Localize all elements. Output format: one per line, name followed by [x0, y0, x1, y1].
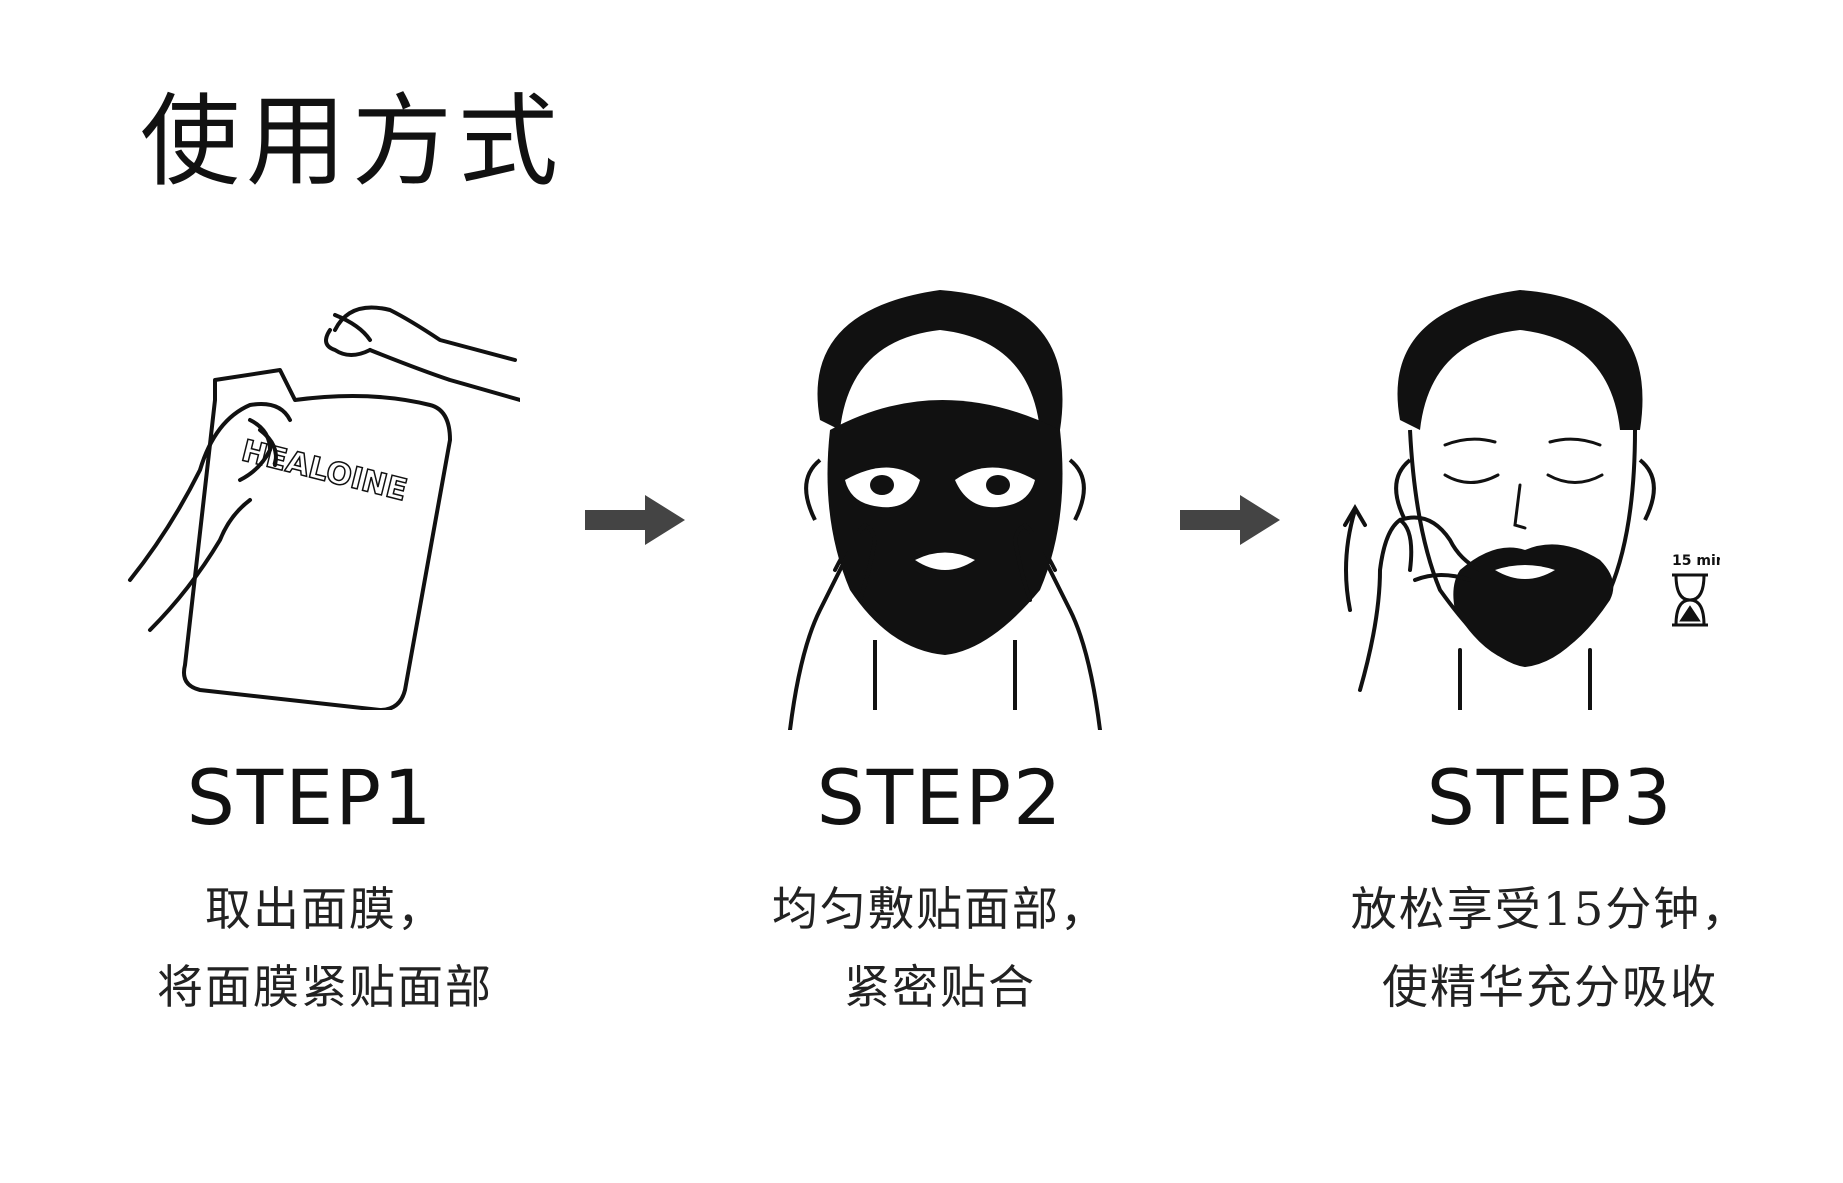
step-1-label: STEP1: [50, 760, 570, 836]
step-1-description: 取出面膜， 将面膜紧贴面部: [45, 870, 605, 1026]
page-title: 使用方式: [140, 92, 564, 192]
face-mask-illustration: [780, 270, 1110, 730]
step-3-label: STEP3: [1290, 760, 1810, 836]
timer-label: 15 min: [1672, 553, 1720, 569]
step-2-label: STEP2: [680, 760, 1200, 836]
arrow-right-icon: [585, 490, 690, 550]
step-1-line-1: 取出面膜，: [45, 870, 605, 948]
hourglass-icon: [1672, 575, 1708, 625]
mask-packet-illustration: HEALOINE: [120, 270, 520, 710]
step-2-line-2: 紧密贴合: [660, 948, 1220, 1026]
step-2-line-1: 均匀敷贴面部，: [660, 870, 1220, 948]
arrow-right-icon: [1180, 490, 1285, 550]
brand-logo: HEALOINE: [238, 434, 411, 509]
step-1-line-2: 将面膜紧贴面部: [45, 948, 605, 1026]
step-3-line-1: 放松享受15分钟，: [1270, 870, 1830, 948]
step-3-line-2: 使精华充分吸收: [1270, 948, 1830, 1026]
step-3-description: 放松享受15分钟， 使精华充分吸收: [1270, 870, 1830, 1026]
face-peel-illustration: 15 min: [1320, 270, 1720, 710]
step-2-description: 均匀敷贴面部， 紧密贴合: [660, 870, 1220, 1026]
